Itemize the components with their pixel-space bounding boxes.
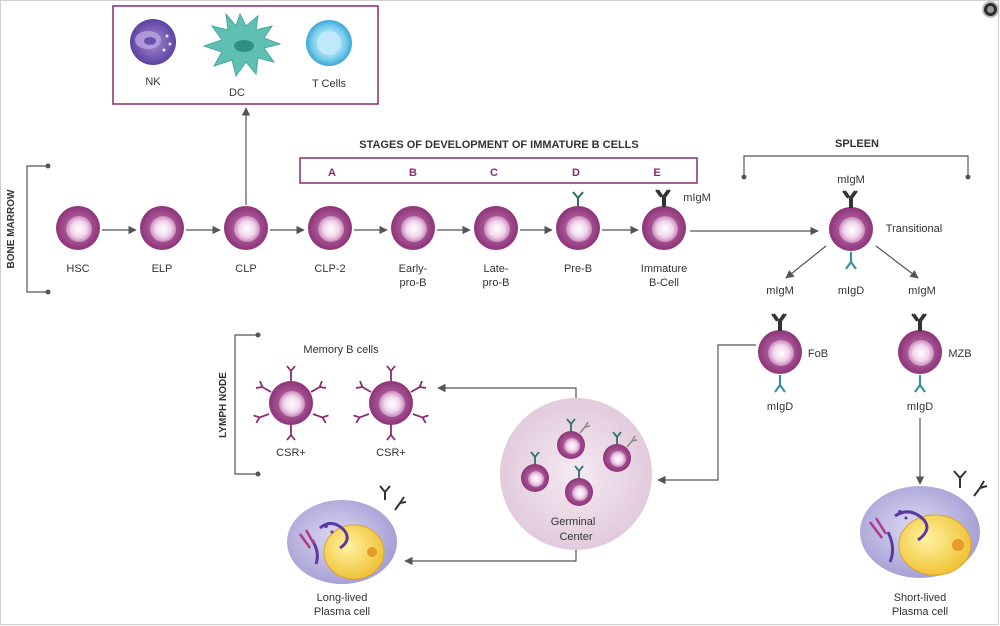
clp-label: CLP: [235, 263, 256, 275]
fob-bottom-label: mIgD: [767, 401, 793, 413]
long-lived-label-2: Plasma cell: [314, 606, 370, 618]
immature-receptor-label: mIgM: [683, 192, 711, 204]
spleen-label: SPLEEN: [835, 138, 879, 150]
late-pro-b-label-1: Late-: [483, 263, 508, 275]
antibody-igd-icon: [773, 373, 787, 394]
dc-label: DC: [229, 87, 245, 99]
transitional-label: Transitional: [886, 223, 942, 235]
stages-box: [299, 157, 698, 184]
stage-e: E: [653, 167, 660, 179]
lymph-node-bracket: LYMPH NODE: [218, 332, 261, 477]
transitional-bottom-label: mIgD: [838, 285, 864, 297]
antibody-icon: [771, 313, 787, 332]
short-lived-label-1: Short-lived: [894, 592, 947, 604]
elp-label: ELP: [152, 263, 173, 275]
antibody-icon: [911, 313, 927, 332]
transitional-top-label: mIgM: [837, 174, 865, 186]
late-pro-b-label-2: pro-B: [483, 277, 510, 289]
immature-b-label-1: Immature: [641, 263, 687, 275]
cell-early-pro-b: [391, 206, 435, 250]
cell-clp: [224, 206, 268, 250]
fob-top-label: mIgM: [766, 285, 794, 297]
memory-title: Memory B cells: [303, 344, 379, 356]
long-lived-plasma-cell-icon: [287, 485, 407, 584]
cell-transitional: [829, 190, 873, 271]
mzb-top-label: mIgM: [908, 285, 936, 297]
early-pro-b-label-2: pro-B: [400, 277, 427, 289]
t-cell-icon: [306, 20, 352, 66]
fob-to-gc-arrow: [657, 344, 756, 485]
cell-clp2: [308, 206, 352, 250]
germinal-center: [500, 398, 652, 550]
memory-cell-right: [352, 365, 430, 441]
mzb-bottom-label: mIgD: [907, 401, 933, 413]
csr-right-label: CSR+: [376, 447, 406, 459]
bone-marrow-label: BONE MARROW: [6, 189, 17, 268]
cell-pre-b: [556, 191, 600, 250]
lymph-node-label: LYMPH NODE: [218, 372, 229, 438]
cell-immature-b: [642, 189, 686, 250]
spleen-bracket: [741, 155, 971, 180]
short-lived-plasma-cell-icon: [860, 470, 988, 578]
corner-close-icon[interactable]: [982, 1, 999, 18]
stage-a: A: [328, 167, 336, 179]
gc-to-memory-arrow: [437, 383, 577, 398]
pre-b-label: Pre-B: [564, 263, 592, 275]
cell-mzb: [898, 313, 942, 394]
short-lived-label-2: Plasma cell: [892, 606, 948, 618]
bone-marrow-bracket: BONE MARROW: [6, 163, 51, 295]
t-cells-label: T Cells: [312, 78, 347, 90]
cell-hsc: [56, 206, 100, 250]
stages-title: STAGES OF DEVELOPMENT OF IMMATURE B CELL…: [359, 139, 639, 151]
germinal-center-label-2: Center: [559, 531, 592, 543]
development-arrows: [102, 107, 819, 236]
stage-c: C: [490, 167, 498, 179]
stage-b: B: [409, 167, 417, 179]
dendritic-cell-icon: [202, 12, 282, 78]
lineage-box: NK DC T Cells: [112, 5, 379, 105]
long-lived-label-1: Long-lived: [317, 592, 368, 604]
cell-fob: [758, 313, 802, 394]
fob-label: FoB: [808, 348, 828, 360]
cell-late-pro-b: [474, 206, 518, 250]
gc-to-plasma-arrow: [404, 550, 577, 566]
early-pro-b-label-1: Early-: [399, 263, 428, 275]
germinal-center-label-1: Germinal: [551, 516, 596, 528]
hsc-label: HSC: [66, 263, 89, 275]
nk-label: NK: [145, 76, 161, 88]
nk-cell-icon: [130, 19, 176, 65]
antibody-icon: [655, 189, 671, 208]
antibody-icon: [842, 190, 858, 209]
cell-elp: [140, 206, 184, 250]
mzb-label: MZB: [948, 348, 971, 360]
clp2-label: CLP-2: [314, 263, 345, 275]
csr-left-label: CSR+: [276, 447, 306, 459]
antibody-igd-icon: [913, 373, 927, 394]
stage-d: D: [572, 167, 580, 179]
immature-b-label-2: B-Cell: [649, 277, 679, 289]
antibody-igd-icon: [844, 250, 858, 271]
memory-cell-left: [252, 365, 330, 441]
